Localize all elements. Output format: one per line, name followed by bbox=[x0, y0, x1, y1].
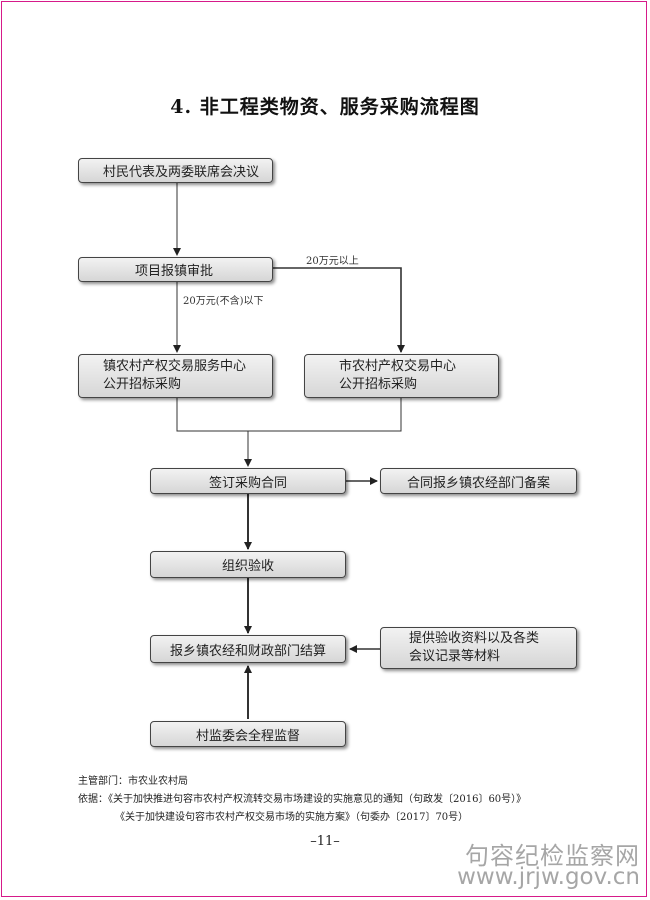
node-label: 村监委会全程监督 bbox=[195, 728, 300, 744]
node-label-line2: 公开招标采购 bbox=[339, 377, 418, 392]
node-acceptance-inspection: 组织验收 bbox=[150, 551, 346, 578]
node-sign-purchase-contract: 签订采购合同 bbox=[150, 468, 346, 494]
node-label: 村民代表及两委联席会决议 bbox=[103, 165, 260, 180]
page-number: –11– bbox=[310, 834, 340, 849]
node-contract-filing: 合同报乡镇农经部门备案 bbox=[380, 468, 577, 494]
node-label: 组织验收 bbox=[221, 559, 274, 574]
node-town-exchange-center: 镇农村产权交易服务中心 公开招标采购 bbox=[78, 354, 273, 398]
node-label-line2: 公开招标采购 bbox=[103, 377, 182, 392]
arrow-n2-to-n4 bbox=[273, 267, 405, 353]
node-label: 报乡镇农经和财政部门结算 bbox=[169, 643, 326, 659]
footer-basis-1: 依据：《关于加快推进句容市农村产权流转交易市场建设的实施意见的通知（句政发〔20… bbox=[78, 794, 527, 805]
node-project-town-approval: 项目报镇审批 bbox=[78, 257, 273, 282]
node-label: 合同报乡镇农经部门备案 bbox=[406, 475, 550, 491]
footer-department: 主管部门：市农业农村局 bbox=[78, 776, 188, 787]
edge-label-above-20w: 20万元以上 bbox=[306, 256, 359, 267]
node-label: 签订采购合同 bbox=[208, 475, 287, 491]
watermark-site-name: 句容纪检监察网 bbox=[465, 842, 640, 870]
watermark-url: www.jrjw.gov.cn bbox=[457, 864, 640, 890]
node-label-line1: 市农村产权交易中心 bbox=[339, 359, 457, 374]
page-title: 4. 非工程类物资、服务采购流程图 bbox=[170, 96, 480, 118]
node-villager-council-resolution: 村民代表及两委联席会决议 bbox=[78, 158, 273, 183]
node-label-line1: 镇农村产权交易服务中心 bbox=[103, 359, 247, 374]
node-supervision: 村监委会全程监督 bbox=[150, 721, 346, 747]
node-settlement: 报乡镇农经和财政部门结算 bbox=[150, 635, 346, 663]
node-city-exchange-center: 市农村产权交易中心 公开招标采购 bbox=[304, 354, 499, 398]
node-label-line1: 提供验收资料以及各类 bbox=[409, 631, 540, 646]
node-label-line2: 会议记录等材料 bbox=[409, 649, 501, 664]
merge-line bbox=[176, 398, 402, 432]
footer-basis-2: 《关于加快建设句容市农村产权交易市场的实施方案》（句委办〔2017〕70号） bbox=[115, 812, 469, 823]
node-label: 项目报镇审批 bbox=[135, 264, 214, 279]
node-provide-materials: 提供验收资料以及各类 会议记录等材料 bbox=[380, 627, 577, 669]
edge-label-below-20w: 20万元(不含)以下 bbox=[183, 296, 264, 307]
